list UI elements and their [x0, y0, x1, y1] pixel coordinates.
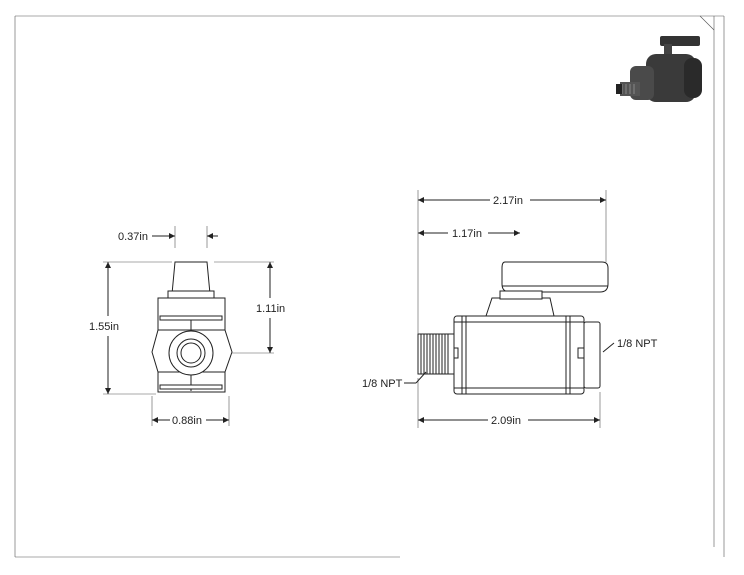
side-view-icon	[417, 261, 609, 395]
dim-stem-width	[152, 226, 218, 248]
dim-body-height	[214, 261, 274, 354]
label-stem-width: 0.37in	[118, 231, 148, 243]
dim-center-offset	[418, 230, 520, 236]
label-body-length: 2.09in	[491, 415, 521, 427]
label-center-offset: 1.17in	[452, 228, 482, 240]
dim-overall-length	[417, 190, 607, 334]
end-view-icon	[151, 261, 233, 393]
dim-body-length	[417, 378, 601, 428]
dim-total-height	[103, 261, 172, 395]
isometric-view-icon	[616, 36, 702, 102]
thread-lines	[420, 334, 449, 374]
label-body-width: 0.88in	[172, 415, 202, 427]
label-total-height: 1.55in	[89, 321, 119, 333]
dim-body-width	[151, 396, 230, 426]
sheet-border	[14, 15, 725, 558]
label-right-port: 1/8 NPT	[617, 338, 658, 350]
label-body-height: 1.11in	[256, 303, 285, 315]
leader-left-port	[404, 371, 427, 384]
label-overall-length: 2.17in	[493, 195, 523, 207]
leader-right-port	[602, 342, 615, 353]
label-left-port: 1/8 NPT	[362, 378, 403, 390]
